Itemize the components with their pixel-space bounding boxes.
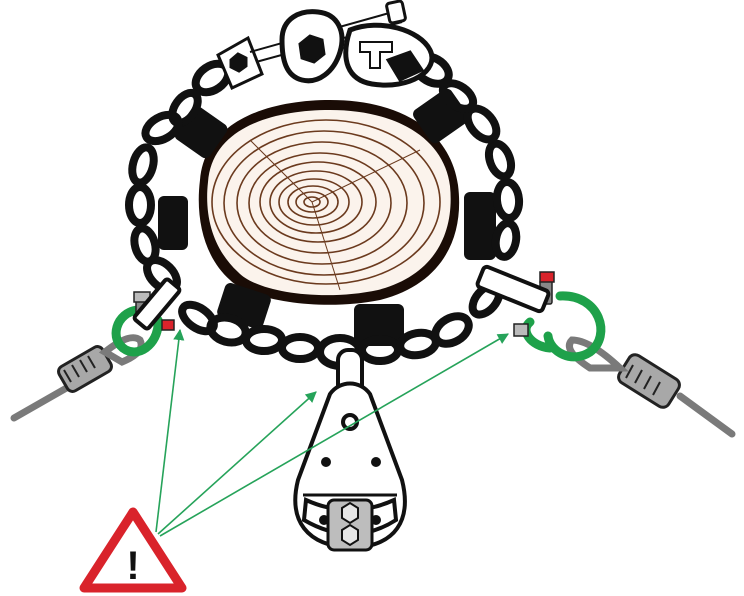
warning-sign: !	[79, 507, 187, 593]
hook-latch	[359, 41, 393, 69]
left-wire-rope	[10, 334, 145, 422]
hook-nut-top	[385, 0, 407, 25]
pointer-to-right-shackle	[159, 333, 509, 537]
warning-exclamation: !	[126, 544, 139, 588]
pointer-to-left-shackle	[155, 328, 185, 533]
chain-hook-fitting	[216, 0, 435, 91]
pointer-arrows	[155, 328, 509, 537]
log-wood	[207, 110, 451, 296]
left-shackle	[111, 277, 182, 357]
log-growth-rings	[211, 119, 441, 285]
log-cross-section	[198, 100, 460, 305]
hook-right-link	[343, 22, 435, 88]
right-ferrule	[617, 353, 681, 409]
right-shackle	[475, 264, 606, 362]
right-wire-rope	[565, 336, 736, 438]
warning-triangle	[79, 507, 187, 593]
log-cracks	[249, 139, 421, 291]
left-bolt-nut	[161, 319, 175, 331]
pad-right	[464, 192, 496, 260]
pad-bottom	[354, 304, 404, 346]
pulley-block	[293, 348, 407, 552]
right-shackle-bar	[475, 264, 551, 314]
left-shackle-bar	[132, 277, 182, 331]
pointer-to-pulley-swivel	[157, 391, 317, 535]
right-bolt-nut	[539, 271, 555, 283]
pad-left	[158, 196, 188, 250]
